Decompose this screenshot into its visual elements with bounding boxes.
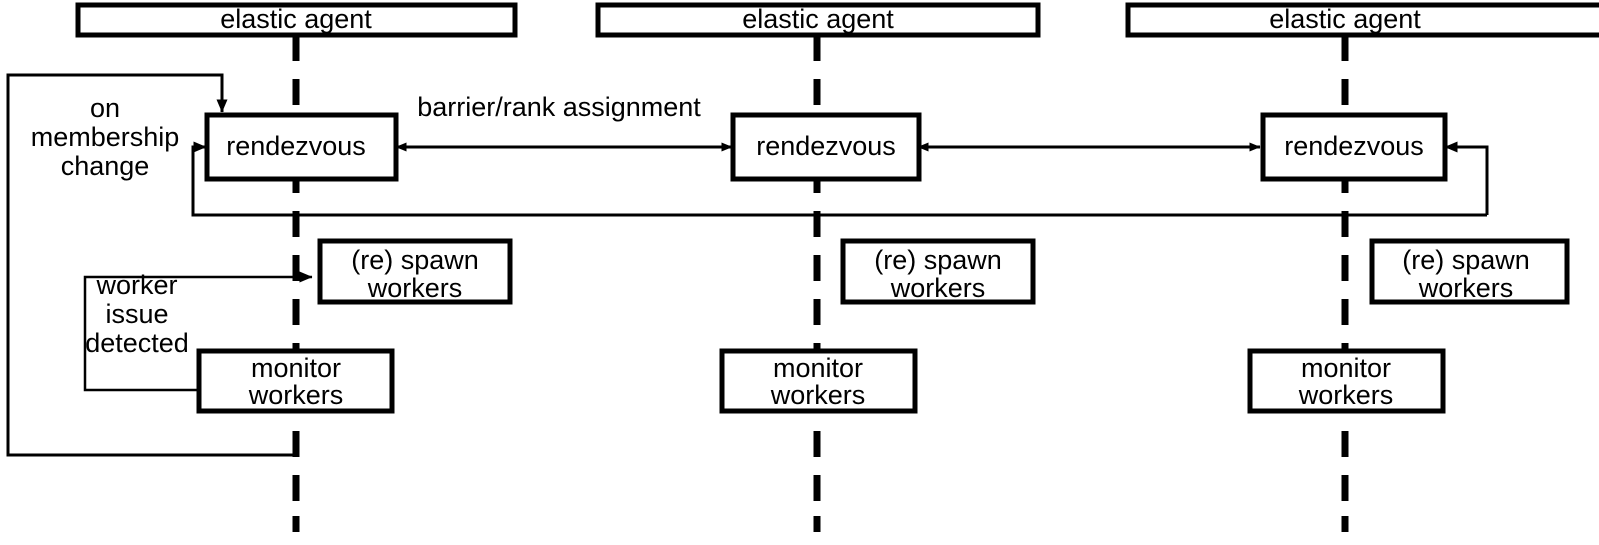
agent-3-rendezvous-box[interactable]: rendezvous — [1260, 112, 1448, 182]
agent-1-rendezvous-box[interactable]: rendezvous — [204, 112, 399, 182]
barrier-rank-assignment-label: barrier/rank assignment — [417, 92, 701, 122]
on-membership-change-label-line3: change — [61, 151, 150, 181]
agent-2-respawn-label-line2: workers — [890, 273, 986, 303]
agent-2-group: elastic agent rendezvous (re) spawn work… — [595, 2, 1041, 414]
agent-3-monitor-box[interactable]: monitor workers — [1247, 348, 1446, 414]
agent-1-rendezvous-label: rendezvous — [226, 131, 366, 161]
edge-labels-group: on membership change barrier/rank assign… — [31, 92, 702, 358]
agent-2-respawn-label-line1: (re) spawn — [874, 245, 1002, 275]
agent-1-respawn-label-line1: (re) spawn — [351, 245, 479, 275]
agent-3-rendezvous-label: rendezvous — [1284, 131, 1424, 161]
agent-2-header-box[interactable]: elastic agent — [595, 2, 1041, 38]
on-membership-change-label-line2: membership — [31, 122, 180, 152]
lifelines-group — [292, 35, 1349, 532]
agent-3-header-box[interactable]: elastic agent — [1125, 2, 1599, 38]
agent-2-monitor-label-line2: workers — [770, 380, 866, 410]
rendezvous-3-feedback-loop — [1444, 141, 1489, 215]
agent-1-monitor-box[interactable]: monitor workers — [196, 348, 395, 414]
agent-1-group: elastic agent rendezvous (re) spawn work… — [75, 2, 518, 414]
agent-1-respawn-label-line2: workers — [367, 273, 463, 303]
agent-1-header-label: elastic agent — [220, 4, 372, 34]
agent-2-monitor-label-line1: monitor — [773, 353, 863, 383]
agent-3-monitor-label-line2: workers — [1298, 380, 1394, 410]
agent-3-monitor-label-line1: monitor — [1301, 353, 1391, 383]
worker-issue-detected-label-line2: issue — [105, 299, 168, 329]
agent-2-rendezvous-box[interactable]: rendezvous — [730, 112, 922, 182]
agent-1-monitor-label-line2: workers — [248, 380, 344, 410]
agent-2-header-label: elastic agent — [742, 4, 894, 34]
agent-3-group: elastic agent rendezvous (re) spawn work… — [1125, 2, 1599, 414]
agent-2-monitor-box[interactable]: monitor workers — [719, 348, 918, 414]
agent-2-respawn-box[interactable]: (re) spawn workers — [840, 238, 1036, 305]
agent-3-header-label: elastic agent — [1269, 4, 1421, 34]
worker-issue-detected-label-line1: worker — [95, 270, 177, 300]
agent-1-header-box[interactable]: elastic agent — [75, 2, 518, 38]
connectors-group — [6, 73, 1489, 457]
worker-issue-detected-loop — [83, 271, 313, 392]
on-membership-change-loop — [6, 73, 296, 457]
agent-2-rendezvous-label: rendezvous — [756, 131, 896, 161]
on-membership-change-label-line1: on — [90, 93, 120, 123]
agent-3-respawn-box[interactable]: (re) spawn workers — [1369, 238, 1570, 305]
agent-1-respawn-box[interactable]: (re) spawn workers — [317, 238, 513, 305]
agent-3-respawn-label-line2: workers — [1418, 273, 1514, 303]
worker-issue-detected-label-line3: detected — [85, 328, 189, 358]
agent-3-respawn-label-line1: (re) spawn — [1402, 245, 1530, 275]
agent-1-monitor-label-line1: monitor — [251, 353, 341, 383]
